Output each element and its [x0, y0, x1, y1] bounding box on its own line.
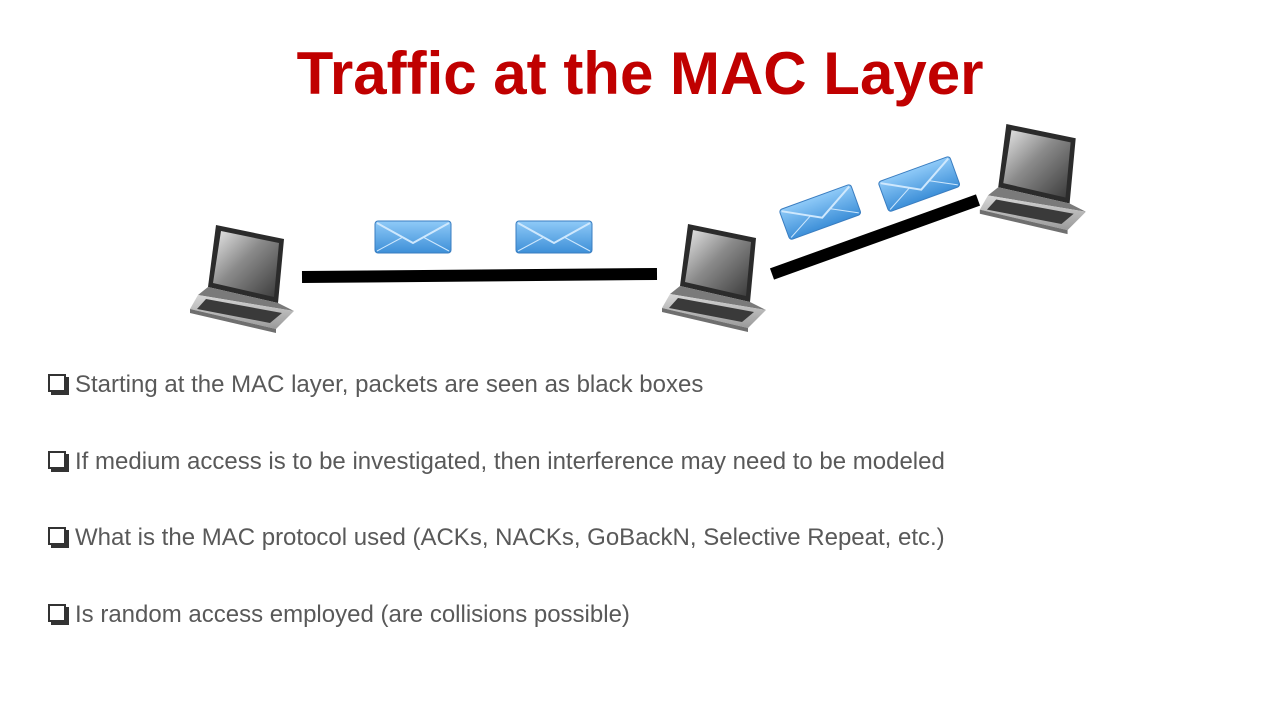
envelope-packet-icon: [374, 220, 452, 254]
link-right: [769, 194, 981, 280]
laptop-icon: [190, 225, 294, 333]
laptop-icon: [662, 224, 766, 332]
checkbox-bullet-icon: [48, 527, 66, 545]
laptop-icon: [979, 124, 1086, 235]
envelope-packet-icon: [778, 183, 863, 242]
bullet-text: What is the MAC protocol used (ACKs, NAC…: [75, 524, 945, 551]
bullet-item: Starting at the MAC layer, packets are s…: [48, 366, 1258, 404]
bullet-item: What is the MAC protocol used (ACKs, NAC…: [48, 519, 1258, 557]
bullet-list: Starting at the MAC layer, packets are s…: [48, 366, 1258, 672]
bullet-text: If medium access is to be investigated, …: [75, 447, 945, 475]
link-left: [301, 268, 658, 283]
envelope-packet-icon: [877, 155, 962, 214]
bullet-item: If medium access is to be investigated, …: [48, 443, 1258, 481]
bullet-item: Is random access employed (are collision…: [48, 596, 1258, 634]
checkbox-bullet-icon: [48, 374, 66, 392]
envelope-packet-icon: [515, 220, 593, 254]
bullet-text: Is random access employed (are collision…: [75, 600, 630, 628]
checkbox-bullet-icon: [48, 450, 66, 469]
slide-title: Traffic at the MAC Layer: [296, 40, 984, 107]
bullet-text: Starting at the MAC layer, packets are s…: [75, 371, 704, 398]
checkbox-bullet-icon: [48, 603, 66, 622]
